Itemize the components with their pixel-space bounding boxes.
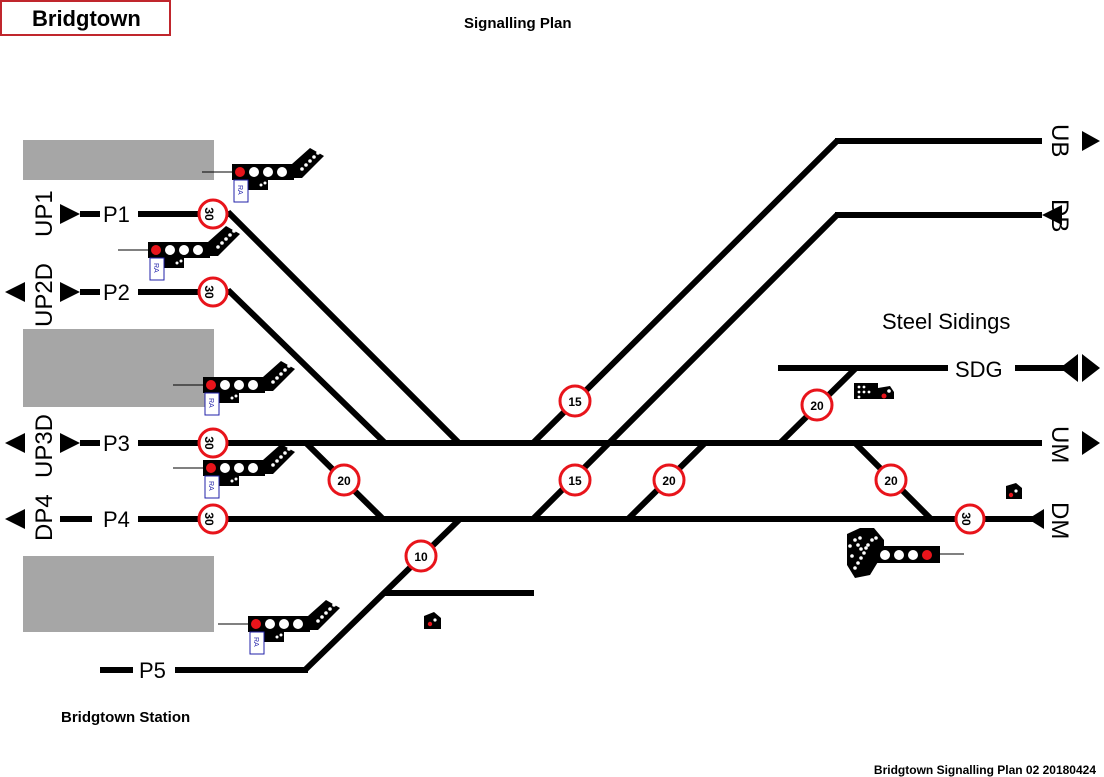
line-label-dm: DM <box>1046 502 1073 539</box>
svg-text:15: 15 <box>568 395 582 409</box>
buffer-bar-icon <box>80 289 100 295</box>
line-label-ub: UB <box>1046 124 1073 157</box>
svg-text:10: 10 <box>414 550 428 564</box>
platform-block <box>23 140 214 180</box>
line-label-um: UM <box>1046 426 1073 463</box>
buffer-bar-icon <box>80 211 100 217</box>
speed-sign-db: 15 <box>558 463 592 497</box>
signal-p2: RA <box>117 225 241 281</box>
platform-label-p2: P2 <box>103 280 130 305</box>
svg-text:RA: RA <box>252 637 259 647</box>
platform-block <box>23 329 214 407</box>
left-arrow-icon <box>5 282 25 302</box>
speed-sign-p1: 30 <box>197 198 229 230</box>
svg-text:20: 20 <box>662 474 676 488</box>
line-end-markers <box>5 131 1100 529</box>
svg-text:30: 30 <box>959 512 973 526</box>
shunt-signal-um <box>1006 483 1022 499</box>
shunt-signal-p5-siding <box>424 612 441 629</box>
right-arrow-icon <box>1082 431 1100 455</box>
sdg-route-indicator <box>854 383 894 399</box>
speed-sign-p5: 10 <box>404 539 438 573</box>
svg-text:30: 30 <box>202 512 216 526</box>
buffer-arrow-icon <box>60 204 80 224</box>
line-label-up2d: UP2D <box>31 263 58 327</box>
svg-text:RA: RA <box>207 481 214 491</box>
svg-text:20: 20 <box>884 474 898 488</box>
double-arrow-icon <box>1060 354 1078 382</box>
speed-sign-dm-exit: 30 <box>954 503 986 535</box>
svg-text:15: 15 <box>568 474 582 488</box>
platform-label-p4: P4 <box>103 507 130 532</box>
speed-sign-ub: 15 <box>558 384 592 418</box>
signal-p4: RA <box>172 443 296 499</box>
svg-text:RA: RA <box>152 263 159 273</box>
left-arrow-icon <box>5 509 25 529</box>
svg-text:20: 20 <box>810 399 824 413</box>
buffer-arrow-icon <box>60 282 80 302</box>
platform-block <box>23 556 214 632</box>
signal-p1: RA <box>201 147 325 203</box>
buffer-arrow-icon <box>1042 205 1062 225</box>
left-arrow-icon <box>5 433 25 453</box>
buffer-arrow-icon <box>1028 509 1044 529</box>
speed-sign-xover: 20 <box>327 463 361 497</box>
platform-label-p3: P3 <box>103 431 130 456</box>
line-label-db: DB <box>1046 199 1073 232</box>
speed-sign-um-dm: 20 <box>652 463 686 497</box>
sidings-label: Steel Sidings <box>882 309 1010 334</box>
line-label-dp4: DP4 <box>31 494 58 541</box>
line-label-up1: UP1 <box>31 190 58 237</box>
station-label: Bridgtown Station <box>61 709 191 726</box>
platform-label-p5: P5 <box>139 658 166 683</box>
svg-text:RA: RA <box>207 398 214 408</box>
plan-title: Signalling Plan <box>464 15 572 32</box>
speed-sign-sdg: 20 <box>800 388 834 422</box>
platform-label-p1: P1 <box>103 202 130 227</box>
station-title-box: Bridgtown <box>0 0 171 36</box>
line-label-up3d: UP3D <box>31 414 58 478</box>
speed-sign-p3: 30 <box>197 427 229 459</box>
signal-p5: RA <box>217 599 341 655</box>
svg-text:30: 30 <box>202 285 216 299</box>
document-reference: Bridgtown Signalling Plan 02 20180424 <box>873 763 1096 777</box>
svg-text:30: 30 <box>202 436 216 450</box>
double-arrow-icon <box>1082 354 1100 382</box>
signal-dm-feather <box>847 528 964 578</box>
buffer-arrow-icon <box>60 433 80 453</box>
speed-sign-um-dm-east: 20 <box>874 463 908 497</box>
buffer-bar-icon <box>80 440 100 446</box>
svg-text:30: 30 <box>202 207 216 221</box>
line-label-sdg: SDG <box>955 357 1003 382</box>
speed-sign-p4: 30 <box>197 503 229 535</box>
right-arrow-icon <box>1082 131 1100 151</box>
signal-p3: RA <box>172 360 296 416</box>
svg-text:20: 20 <box>337 474 351 488</box>
speed-sign-p2: 30 <box>197 276 229 308</box>
svg-text:RA: RA <box>236 185 243 195</box>
station-title: Bridgtown <box>32 6 141 31</box>
